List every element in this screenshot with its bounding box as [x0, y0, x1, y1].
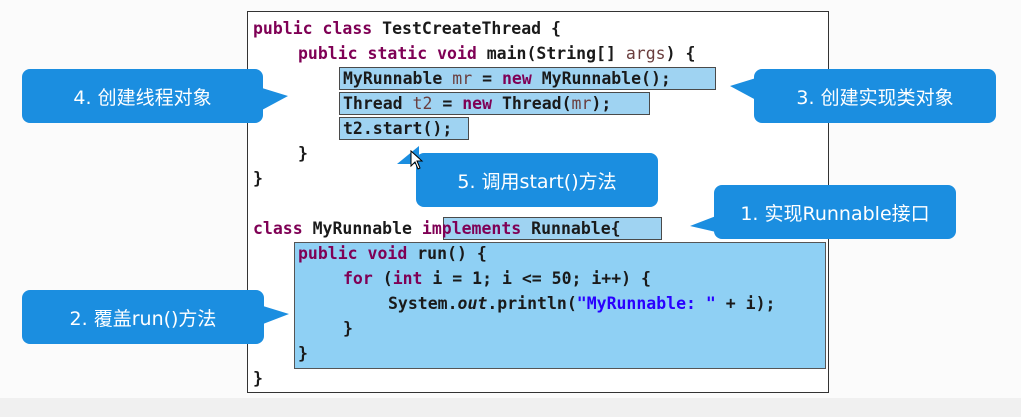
callout-arrow-3	[730, 78, 756, 100]
code-line-4: Thread t2 = new Thread(mr);	[343, 94, 612, 113]
callout-create-thread-label: 4. 创建线程对象	[73, 86, 212, 109]
callout-call-start: 5. 调用start()方法	[416, 153, 658, 207]
bottom-strip	[0, 398, 1021, 417]
code-line-1: public class TestCreateThread {	[253, 19, 561, 38]
highlight-start-line	[339, 117, 469, 140]
code-line-12: }	[343, 319, 353, 338]
highlight-thread-line	[339, 92, 650, 115]
callout-call-start-label: 5. 调用start()方法	[457, 170, 617, 193]
highlight-mr-line	[339, 67, 716, 90]
code-line-10: for (int i = 1; i <= 50; i++) {	[343, 269, 651, 288]
callout-override-run-label: 2. 覆盖run()方法	[69, 307, 217, 330]
code-line-11: System.out.println("MyRunnable: " + i);	[388, 294, 776, 313]
callout-arrow-4	[262, 88, 288, 110]
callout-implement-runnable: 1. 实现Runnable接口	[714, 185, 956, 239]
code-line-6: }	[298, 144, 308, 163]
code-line-7: }	[253, 169, 263, 188]
code-line-9: public void run() {	[298, 244, 487, 263]
code-line-3: MyRunnable mr = new MyRunnable();	[343, 69, 671, 88]
mouse-cursor-icon	[410, 150, 424, 170]
callout-arrow-2	[263, 306, 289, 324]
code-line-8: class MyRunnable implements Runnable{	[253, 219, 621, 238]
code-line-13: }	[298, 344, 308, 363]
highlight-run-method	[294, 242, 826, 369]
code-line-14: }	[253, 369, 263, 388]
code-line-2: public static void main(String[] args) {	[298, 44, 696, 63]
code-line-5: t2.start();	[343, 119, 453, 138]
callout-implement-runnable-label: 1. 实现Runnable接口	[740, 202, 930, 225]
callout-override-run: 2. 覆盖run()方法	[22, 290, 264, 344]
callout-create-impl: 3. 创建实现类对象	[754, 69, 996, 123]
highlight-implements	[443, 217, 662, 240]
callout-arrow-1	[690, 216, 716, 232]
callout-create-impl-label: 3. 创建实现类对象	[796, 86, 954, 109]
callout-create-thread: 4. 创建线程对象	[22, 69, 263, 123]
